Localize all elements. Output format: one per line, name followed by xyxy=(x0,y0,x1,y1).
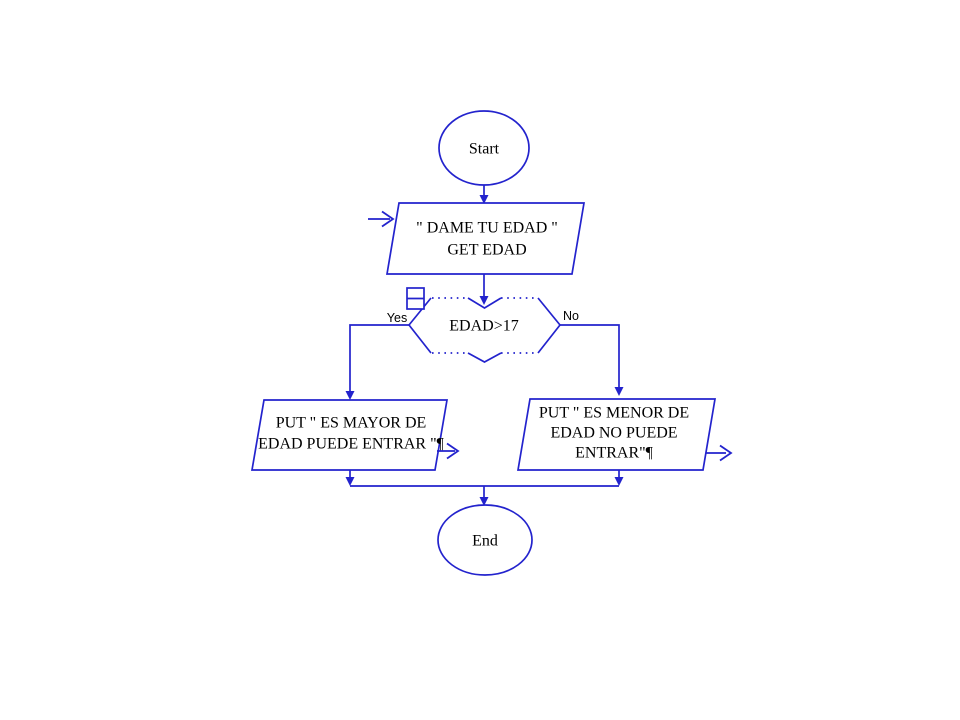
input-edad-node xyxy=(385,202,586,275)
branch-label-yes: Yes xyxy=(387,311,407,325)
output-mayor-node xyxy=(250,399,449,471)
end-node-label: End xyxy=(472,533,498,550)
decision-bottom-notch xyxy=(467,352,502,363)
decision-edge-bottom-left xyxy=(408,324,432,354)
start-node-label: Start xyxy=(469,141,500,158)
edge-no-branch xyxy=(560,324,620,390)
output-mayor-line2: EDAD PUEDE ENTRAR "¶ xyxy=(258,436,445,453)
arrowhead-down-icon xyxy=(345,477,355,486)
arrowhead-right-open-icon xyxy=(719,444,733,462)
arrowhead-down-icon xyxy=(479,497,489,506)
arrowhead-down-icon xyxy=(345,391,355,400)
branch-label-no: No xyxy=(563,309,579,323)
output-menor-line3: ENTRAR"¶ xyxy=(575,445,654,462)
output-menor-line1: PUT " ES MENOR DE xyxy=(539,405,689,422)
arrowhead-right-open-icon xyxy=(446,442,460,460)
output-menor-node xyxy=(516,398,717,471)
end-node xyxy=(437,504,533,576)
input-edad-line2: GET EDAD xyxy=(447,242,526,259)
output-mayor-line1: PUT " ES MAYOR DE xyxy=(276,415,427,432)
arrowhead-right-open-icon xyxy=(381,210,395,228)
decision-label: EDAD>17 xyxy=(449,318,518,335)
decision-edge-top-right xyxy=(537,297,561,326)
arrowhead-down-icon xyxy=(614,477,624,486)
input-edad-line1: " DAME TU EDAD " xyxy=(416,220,558,237)
arrowhead-down-icon xyxy=(479,296,489,305)
decision-top-notch xyxy=(467,297,502,309)
arrowhead-down-icon xyxy=(479,195,489,204)
decision-edge-top-left xyxy=(408,297,432,326)
arrowhead-down-icon xyxy=(614,387,624,396)
output-menor-line2: EDAD NO PUEDE xyxy=(550,425,677,442)
edge-yes-branch xyxy=(349,324,409,395)
decision-edge-bottom-right xyxy=(537,324,561,354)
